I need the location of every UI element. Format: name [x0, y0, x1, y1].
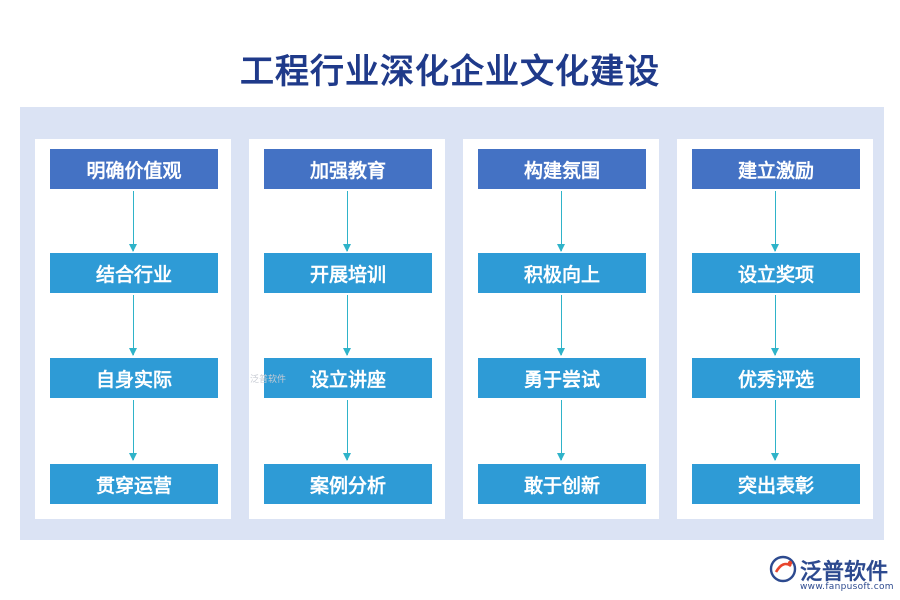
- arrow-icon: [557, 400, 565, 461]
- brand-logo: 泛普软件 www.fanpusoft.com: [768, 552, 894, 596]
- column-1-step-2: 结合行业: [50, 253, 218, 293]
- diagram-title: 工程行业深化企业文化建设: [240, 52, 660, 92]
- column-1-step-4: 贯穿运营: [50, 464, 218, 504]
- arrow-icon: [343, 400, 351, 461]
- column-3-header: 构建氛围: [478, 149, 646, 189]
- watermark: 泛普软件: [250, 375, 287, 385]
- arrow-icon: [771, 191, 779, 252]
- column-2: 加强教育 开展培训 设立讲座 案例分析: [249, 139, 445, 519]
- arrow-icon: [129, 191, 137, 252]
- column-1-header: 明确价值观: [50, 149, 218, 189]
- column-4-step-2: 设立奖项: [692, 253, 860, 293]
- column-4-header: 建立激励: [692, 149, 860, 189]
- column-2-step-3: 设立讲座: [264, 358, 432, 398]
- column-4-step-3: 优秀评选: [692, 358, 860, 398]
- arrow-icon: [129, 400, 137, 461]
- arrow-icon: [129, 295, 137, 356]
- arrow-icon: [771, 295, 779, 356]
- column-2-step-2: 开展培训: [264, 253, 432, 293]
- column-2-header: 加强教育: [264, 149, 432, 189]
- arrow-icon: [557, 295, 565, 356]
- column-3-step-4: 敢于创新: [478, 464, 646, 504]
- logo-name: 泛普软件: [800, 560, 889, 585]
- logo-url: www.fanpusoft.com: [800, 582, 894, 592]
- column-1-step-3: 自身实际: [50, 358, 218, 398]
- column-4-step-4: 突出表彰: [692, 464, 860, 504]
- arrow-icon: [771, 400, 779, 461]
- column-3-step-3: 勇于尝试: [478, 358, 646, 398]
- column-2-step-4: 案例分析: [264, 464, 432, 504]
- column-1: 明确价值观 结合行业 自身实际 贯穿运营: [35, 139, 231, 519]
- arrow-icon: [343, 295, 351, 356]
- logo-icon: [769, 555, 797, 583]
- arrow-icon: [557, 191, 565, 252]
- column-4: 建立激励 设立奖项 优秀评选 突出表彰: [677, 139, 873, 519]
- column-3-step-2: 积极向上: [478, 253, 646, 293]
- arrow-icon: [343, 191, 351, 252]
- column-3: 构建氛围 积极向上 勇于尝试 敢于创新: [463, 139, 659, 519]
